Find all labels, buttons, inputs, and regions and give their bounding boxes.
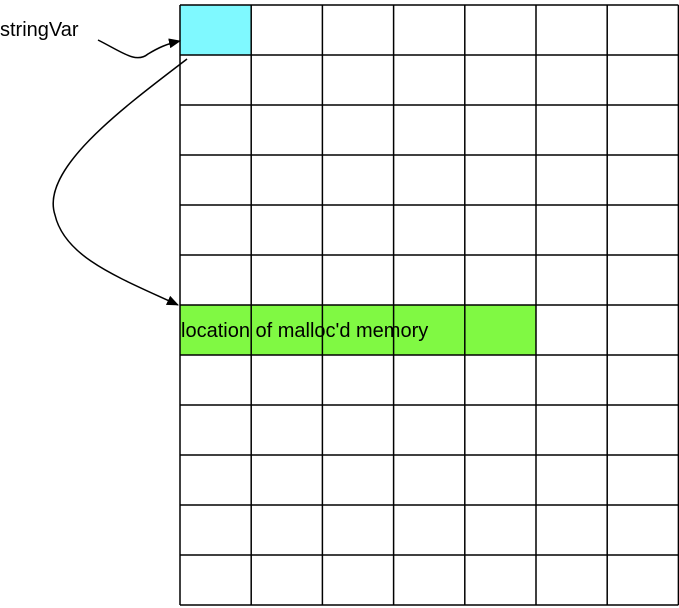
variable-arrow	[97, 38, 181, 59]
pointer-cell	[180, 5, 252, 55]
allocated-block	[180, 305, 536, 355]
allocated-block-label: location of malloc'd memory	[181, 320, 429, 342]
variable-label: stringVar	[0, 19, 79, 41]
memory-grid	[179, 4, 679, 606]
pointer-arrow	[52, 58, 188, 306]
